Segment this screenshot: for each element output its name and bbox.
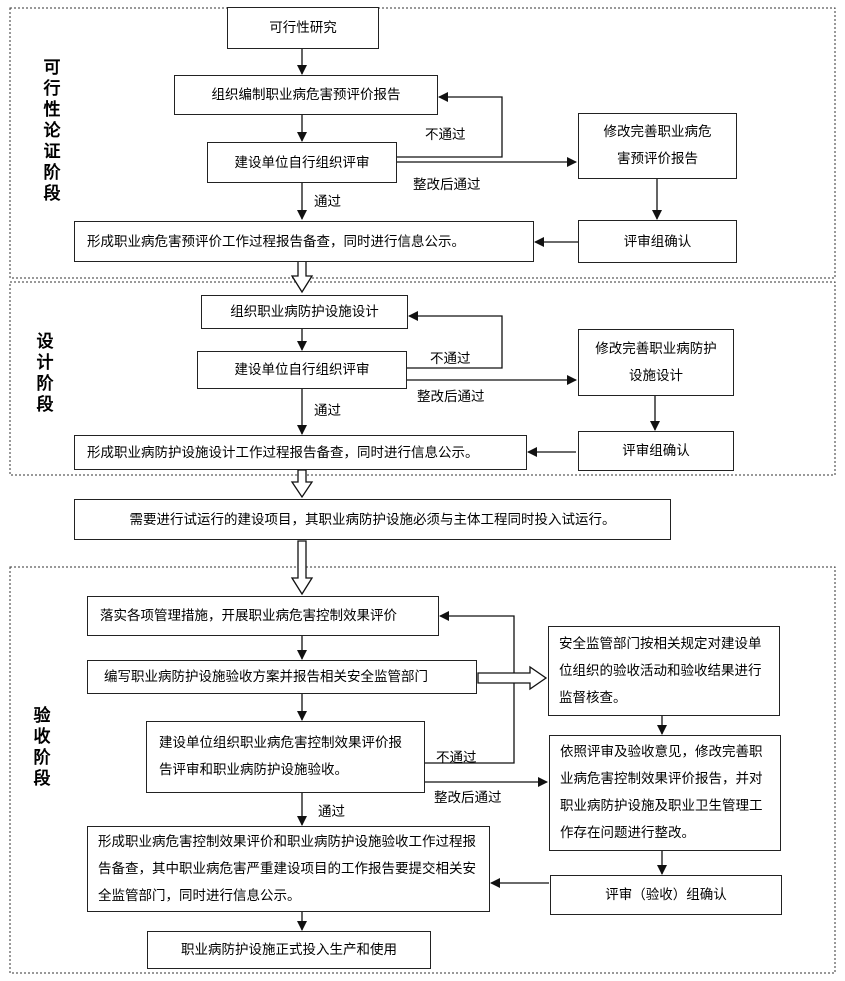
feasibility-stage-frame (9, 7, 836, 279)
design-self-review-box: 建设单位自行组织评审 (197, 351, 407, 389)
design-pass-label: 通过 (314, 403, 341, 419)
feasibility-filing-box: 形成职业病危害预评价工作过程报告备查，同时进行信息公示。 (74, 221, 534, 262)
compile-pre-assessment-box: 组织编制职业病危害预评价报告 (174, 75, 438, 115)
feasibility-pass-label: 通过 (314, 194, 341, 210)
design-confirm-box: 评审组确认 (578, 431, 734, 471)
feasibility-self-review-box: 建设单位自行组织评审 (207, 142, 397, 183)
design-pass-after-fix-label: 整改后通过 (417, 389, 485, 405)
stage-label-design: 设计阶段 (36, 332, 54, 415)
acceptance-pass-label: 通过 (318, 804, 345, 820)
stage-label-feasibility: 可行性论证阶段 (43, 58, 61, 204)
feasibility-fail-label: 不通过 (425, 127, 466, 143)
feasibility-confirm-box: 评审组确认 (578, 220, 737, 263)
report-to-supervision-arrow (477, 665, 548, 691)
stage-transition-arrow-1 (290, 259, 314, 294)
acceptance-pass-after-fix-label: 整改后通过 (434, 790, 502, 806)
revise-pre-assessment-box: 修改完善职业病危害预评价报告 (578, 113, 737, 179)
acceptance-stage-frame (9, 566, 836, 974)
feasibility-pass-after-fix-label: 整改后通过 (413, 177, 481, 193)
implement-measures-box: 落实各项管理措施，开展职业病危害控制效果评价 (87, 596, 439, 636)
acceptance-filing-box: 形成职业病危害控制效果评价和职业病防护设施验收工作过程报告备查，其中职业病危害严… (87, 826, 490, 912)
design-fail-label: 不通过 (430, 351, 471, 367)
revise-design-box: 修改完善职业病防护设施设计 (578, 329, 734, 396)
trial-run-box: 需要进行试运行的建设项目，其职业病防护设施必须与主体工程同时投入试运行。 (74, 499, 671, 540)
design-stage-frame (9, 281, 836, 476)
revise-control-report-box: 依照评审及验收意见，修改完善职业病危害控制效果评价报告，并对职业病防护设施及职业… (549, 735, 781, 851)
organize-design-box: 组织职业病防护设施设计 (201, 295, 408, 329)
acceptance-confirm-box: 评审（验收）组确认 (550, 875, 782, 915)
stage-transition-arrow-2 (290, 469, 314, 499)
feasibility-study-box: 可行性研究 (227, 7, 379, 49)
design-filing-box: 形成职业病防护设施设计工作过程报告备查，同时进行信息公示。 (74, 435, 527, 470)
acceptance-fail-label: 不通过 (436, 750, 477, 766)
supervision-check-box: 安全监管部门按相关规定对建设单位组织的验收活动和验收结果进行监督核查。 (548, 626, 780, 716)
production-box: 职业病防护设施正式投入生产和使用 (147, 931, 431, 969)
compile-acceptance-plan-box: 编写职业病防护设施验收方案并报告相关安全监管部门 (87, 660, 477, 694)
acceptance-self-review-box: 建设单位组织职业病危害控制效果评价报告评审和职业病防护设施验收。 (146, 721, 425, 793)
stage-transition-arrow-3 (290, 540, 314, 596)
stage-label-acceptance: 验收阶段 (33, 706, 51, 789)
